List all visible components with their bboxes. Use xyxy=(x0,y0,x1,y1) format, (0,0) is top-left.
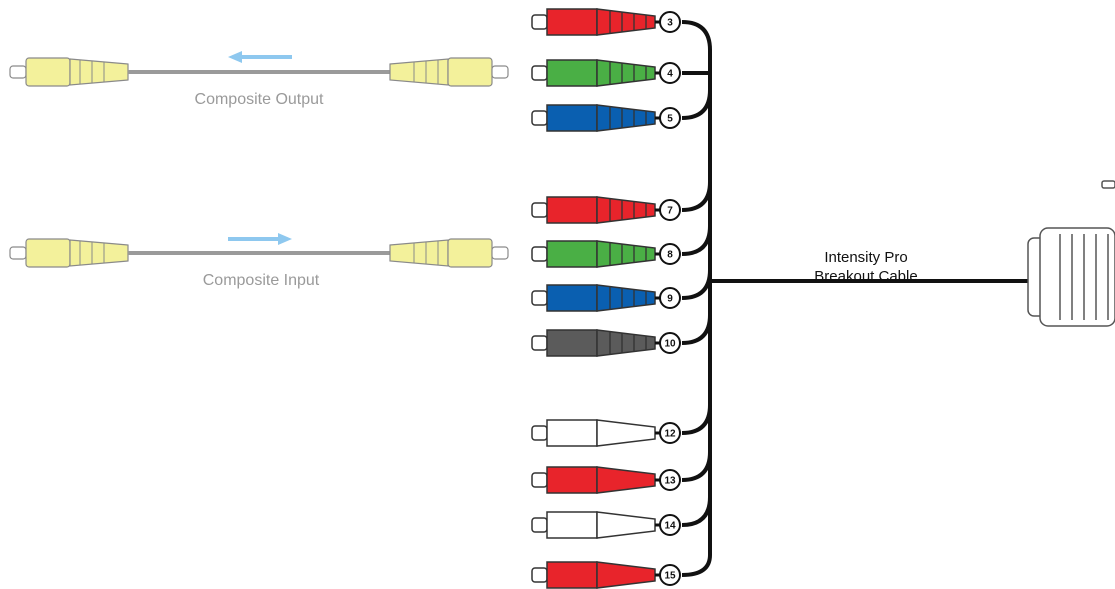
connector-number: 15 xyxy=(664,571,676,582)
rca-sleeve xyxy=(596,511,656,539)
connector-number-badge xyxy=(659,422,681,444)
multi-pin-connector-icon xyxy=(1027,180,1115,327)
rca-tip xyxy=(531,425,548,441)
rca-tip xyxy=(531,517,548,533)
rca-tip xyxy=(531,335,548,351)
rca-body xyxy=(546,104,598,132)
connector-number-badge xyxy=(659,332,681,354)
rca-body xyxy=(546,59,598,87)
breakout-wiring xyxy=(681,20,1030,577)
rca-body xyxy=(546,511,598,539)
connector-number: 12 xyxy=(664,429,676,440)
rca-connector-5: 5 xyxy=(531,104,681,132)
rca-connector-15: 15 xyxy=(531,561,681,589)
rca-body xyxy=(546,240,598,268)
rca-body xyxy=(546,419,598,447)
composite-input-left-plug xyxy=(9,238,129,268)
composite-input-cable: Composite Input xyxy=(9,233,509,289)
rca-tip xyxy=(531,472,548,488)
connector-number-badge xyxy=(659,287,681,309)
connector-number: 8 xyxy=(667,250,673,261)
composite-output-left-plug xyxy=(9,57,129,87)
rca-connector-9: 9 xyxy=(531,284,681,312)
composite-output-cable: Composite Output xyxy=(9,51,509,108)
breakout-label-line2: Breakout Cable xyxy=(814,268,917,285)
rca-sleeve xyxy=(596,329,656,357)
rca-tip xyxy=(531,567,548,583)
rca-connector-8: 8 xyxy=(531,240,681,268)
rca-body xyxy=(546,561,598,589)
rca-sleeve xyxy=(596,104,656,132)
rca-connector-14: 14 xyxy=(531,511,681,539)
rca-body xyxy=(546,196,598,224)
rca-tip xyxy=(531,65,548,81)
rca-body xyxy=(546,8,598,36)
connector-number-badge xyxy=(659,469,681,491)
rca-body xyxy=(546,284,598,312)
rca-connector-4: 4 xyxy=(531,59,681,87)
connector-number-badge xyxy=(659,62,681,84)
rca-tip xyxy=(531,110,548,126)
connector-number-badge xyxy=(659,199,681,221)
rca-connector-3: 3 xyxy=(531,8,681,36)
rca-body xyxy=(546,329,598,357)
breakout-connectors: 3 4 5 7 8 9 10 12 13 14 15 xyxy=(531,8,681,589)
rca-tip xyxy=(531,202,548,218)
connector-number: 14 xyxy=(664,521,676,532)
connector-number-badge xyxy=(659,514,681,536)
rca-sleeve xyxy=(596,419,656,447)
rca-sleeve xyxy=(596,561,656,589)
rca-tip xyxy=(531,14,548,30)
composite-input-right-plug xyxy=(389,238,509,268)
composite-output-right-plug xyxy=(389,57,509,87)
connector-number: 7 xyxy=(667,206,673,217)
rca-connector-12: 12 xyxy=(531,419,681,447)
rca-sleeve xyxy=(596,466,656,494)
connector-number-badge xyxy=(659,564,681,586)
composite-output-label: Composite Output xyxy=(195,91,325,108)
connector-number-badge xyxy=(659,11,681,33)
connector-number: 10 xyxy=(664,339,676,350)
rca-connector-7: 7 xyxy=(531,196,681,224)
breakout-cable-label: Intensity Pro Breakout Cable xyxy=(814,249,917,285)
connector-number: 13 xyxy=(664,476,676,487)
rca-sleeve xyxy=(596,59,656,87)
rca-tip xyxy=(531,246,548,262)
rca-connector-10: 10 xyxy=(531,329,681,357)
connector-number: 9 xyxy=(667,294,673,305)
connector-number: 5 xyxy=(667,114,673,125)
rca-sleeve xyxy=(596,240,656,268)
rca-connector-13: 13 xyxy=(531,466,681,494)
connector-number-badge xyxy=(659,243,681,265)
connector-number: 3 xyxy=(667,18,673,29)
rca-tip xyxy=(531,290,548,306)
rca-sleeve xyxy=(596,8,656,36)
connector-number: 4 xyxy=(667,69,673,80)
breakout-label-line1: Intensity Pro xyxy=(824,249,907,266)
rca-body xyxy=(546,466,598,494)
rca-sleeve xyxy=(596,284,656,312)
rca-sleeve xyxy=(596,196,656,224)
arrow-left-icon xyxy=(228,51,292,63)
connector-number-badge xyxy=(659,107,681,129)
composite-input-label: Composite Input xyxy=(203,272,320,289)
arrow-right-icon xyxy=(228,233,292,245)
